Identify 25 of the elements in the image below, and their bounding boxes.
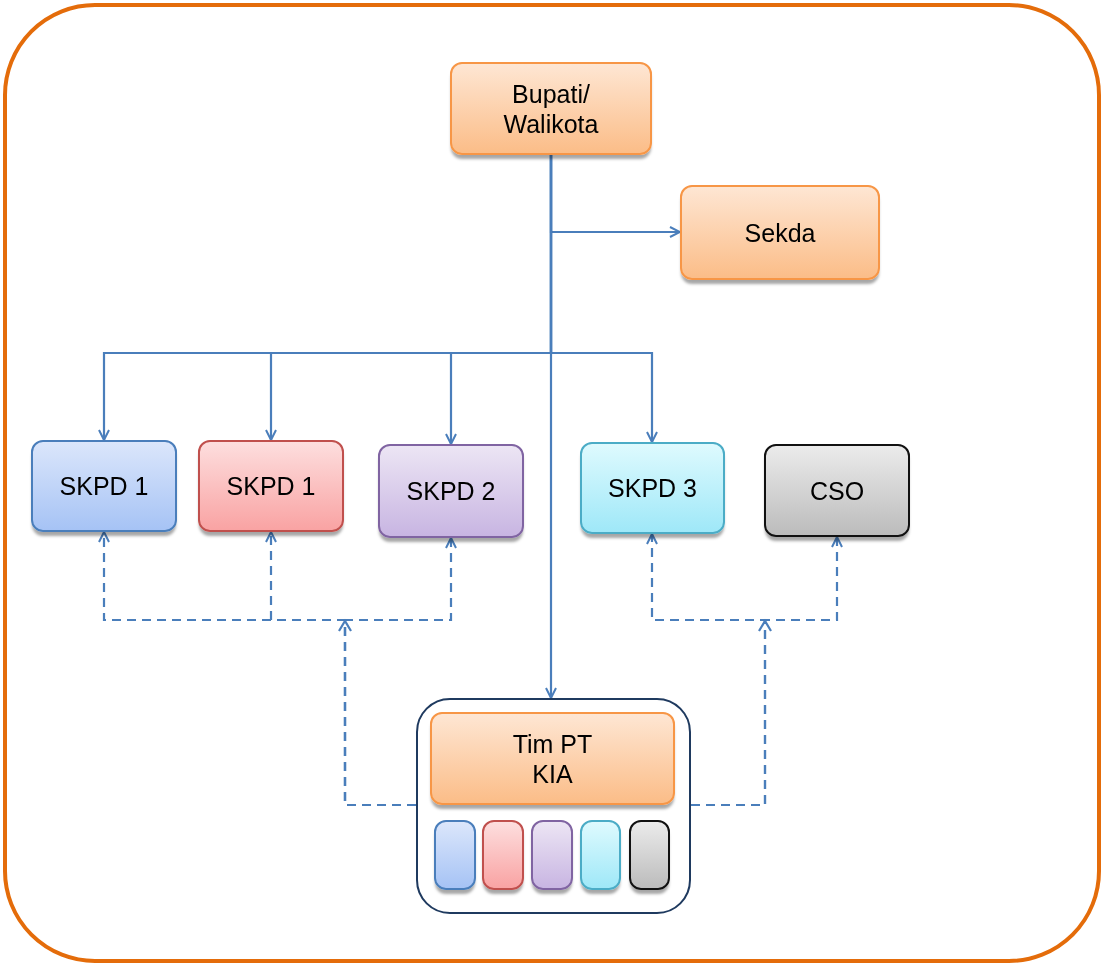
box-label: SKPD 3	[608, 473, 697, 503]
process-box	[378, 444, 524, 538]
process-box	[764, 444, 910, 537]
box-label: SKPD 2	[406, 476, 496, 506]
connector-arrow	[691, 536, 843, 807]
box-label: SKPD 1	[226, 471, 316, 501]
colored-block	[629, 820, 670, 890]
box-label: Bupati/ Walikota	[502, 78, 600, 139]
box-label: SKPD 1	[59, 471, 149, 501]
group-box	[416, 698, 691, 914]
colored-block	[434, 820, 476, 890]
process-box	[580, 442, 725, 534]
colored-block	[531, 820, 573, 890]
process-box	[430, 712, 675, 805]
box-label: Tim PT KIA	[511, 728, 594, 789]
process-box	[680, 185, 880, 280]
connector-arrow	[343, 537, 457, 807]
process-box	[198, 440, 344, 532]
box-label: Sekda	[744, 217, 816, 248]
colored-block	[482, 820, 524, 890]
colored-block	[580, 820, 621, 890]
connector-arrow	[545, 155, 557, 699]
process-box	[450, 62, 652, 155]
process-box	[31, 440, 177, 532]
box-label: CSO	[809, 475, 865, 506]
